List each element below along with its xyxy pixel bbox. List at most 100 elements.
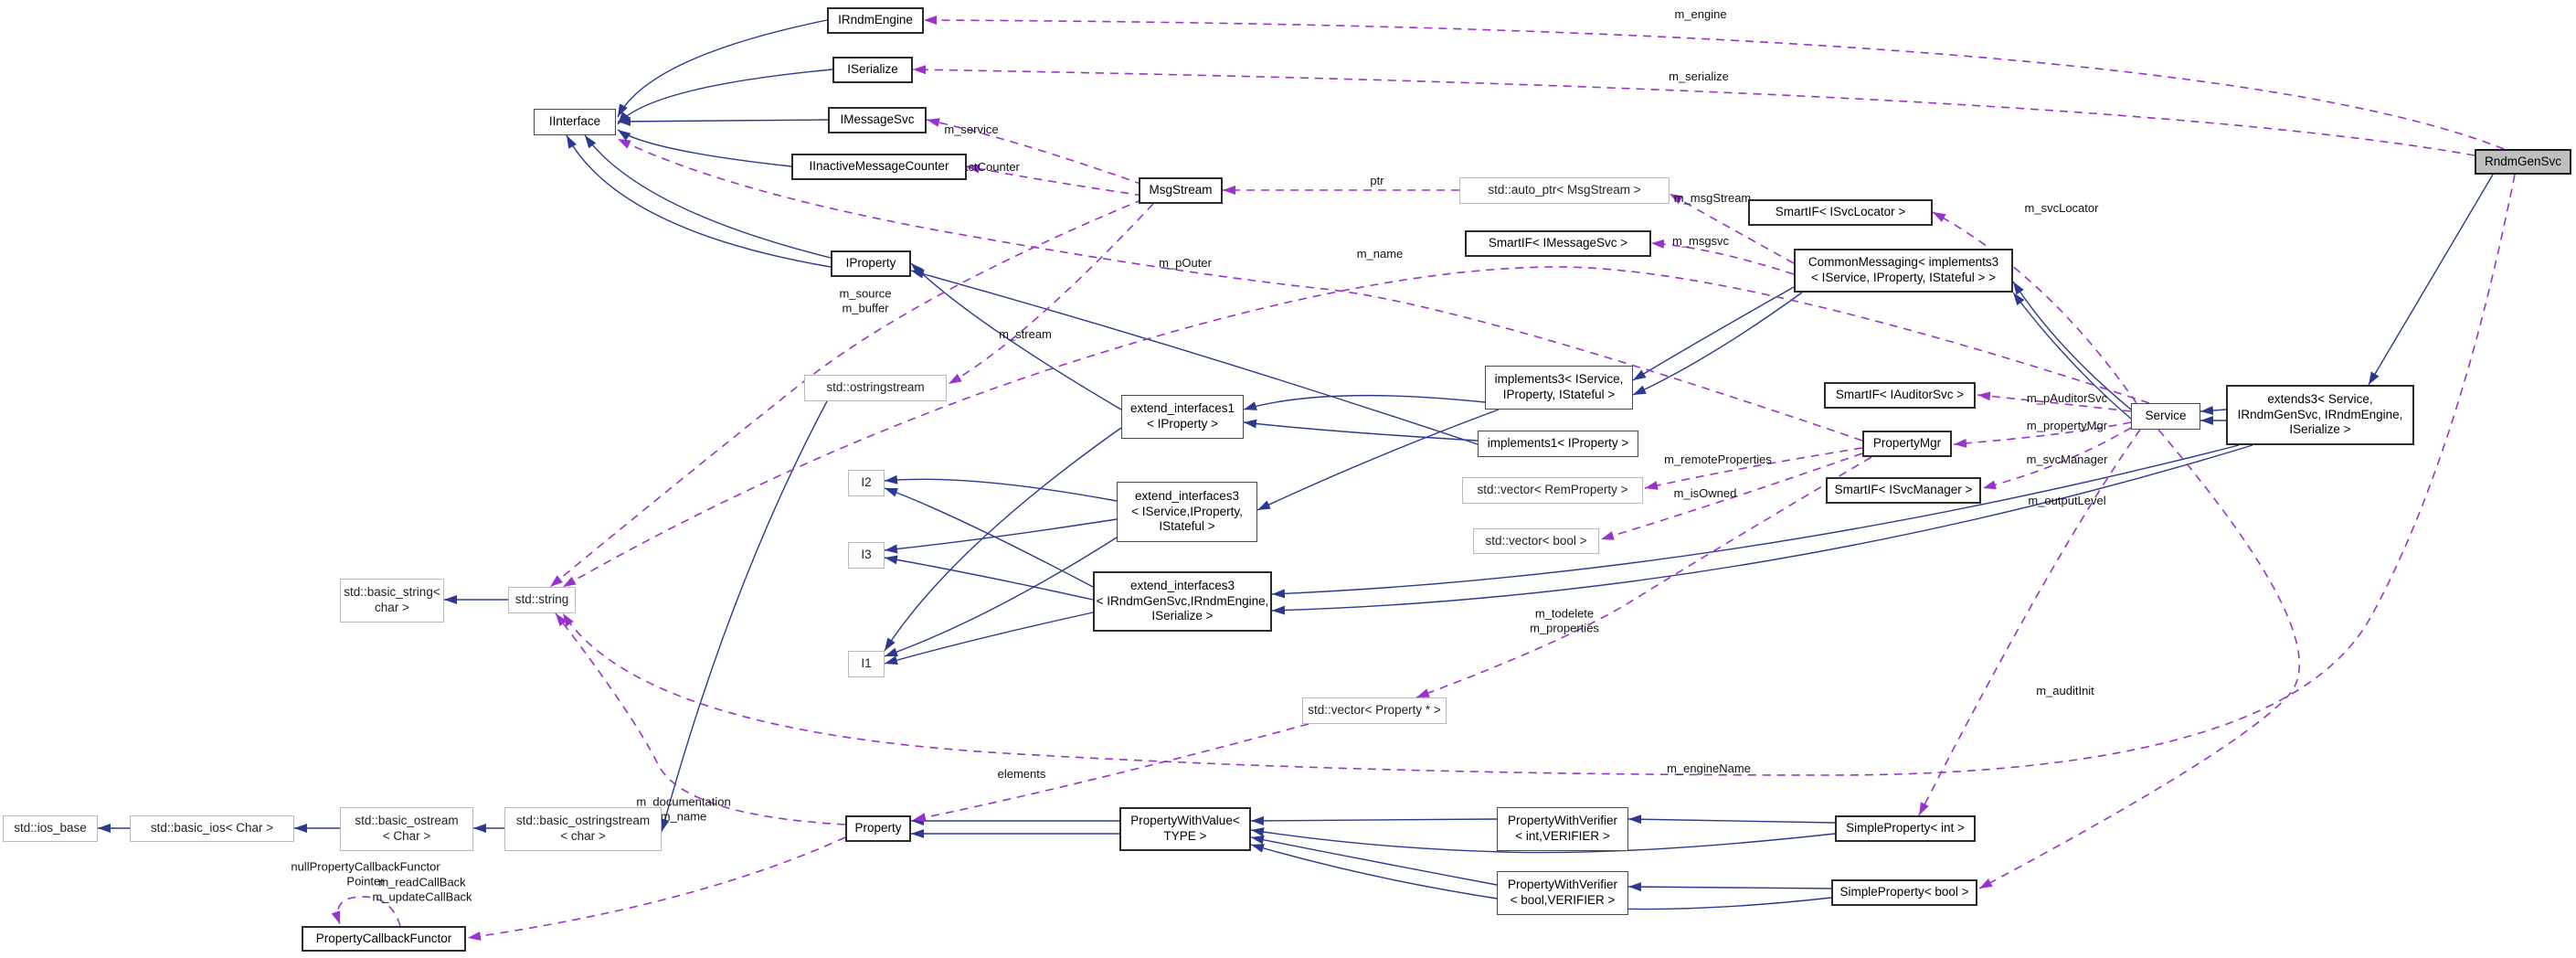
node-propertycallbackfunctor[interactable]: PropertyCallbackFunctor	[302, 926, 466, 952]
inheritance-edge-25	[884, 427, 1122, 652]
edge-label-m_engine: m_engine	[1674, 7, 1727, 22]
inheritance-edge-35	[1250, 835, 1498, 886]
node-msgstream[interactable]: MsgStream	[1139, 177, 1223, 204]
inheritance-edge-34	[1250, 815, 1498, 825]
usage-edge-45	[1669, 193, 1795, 264]
usage-edge-43	[966, 164, 1144, 197]
node-ios_base[interactable]: std::ios_base	[3, 815, 98, 842]
node-service[interactable]: Service	[2131, 403, 2200, 430]
node-autoptr[interactable]: std::auto_ptr< MsgStream >	[1459, 177, 1670, 204]
node-stdstring[interactable]: std::string	[508, 587, 576, 613]
usage-edge-47	[1932, 211, 2137, 404]
inheritance-edge-12	[2012, 281, 2132, 410]
node-extend_interfaces1[interactable]: extend_interfaces1 < IProperty >	[1121, 395, 1244, 439]
node-extend_interfaces3_svc[interactable]: extend_interfaces3 < IService,IProperty,…	[1117, 482, 1257, 542]
edge-label-m_isOwned: m_isOwned	[1673, 486, 1737, 501]
node-imessagesvc[interactable]: IMessageSvc	[828, 107, 927, 133]
inheritance-edge-31	[660, 400, 828, 833]
usage-edge-41	[912, 65, 2475, 156]
edge-label-m_engineName: m_engineName	[1667, 761, 1751, 776]
inheritance-edge-16	[2368, 174, 2494, 386]
node-vector_bool[interactable]: std::vector< bool >	[1473, 528, 1599, 554]
usage-edge-64	[331, 896, 401, 927]
edge-label-m_source: m_source m_buffer	[839, 286, 892, 314]
edge-label-m_msgStream: m_msgStream	[1673, 191, 1752, 206]
edge-label-elements: elements	[997, 767, 1046, 782]
node-i1[interactable]: I1	[848, 651, 885, 677]
node-smartif_isvclocator[interactable]: SmartIF< ISvcLocator >	[1748, 199, 1933, 226]
node-smartif_iauditorsvc[interactable]: SmartIF< IAuditorSvc >	[1824, 382, 1976, 409]
node-commonmessaging[interactable]: CommonMessaging< implements3 < IService,…	[1794, 249, 2013, 293]
node-simpleproperty_int[interactable]: SimpleProperty< int >	[1835, 815, 1976, 842]
inheritance-edge-19	[884, 474, 1118, 502]
node-iserialize[interactable]: ISerialize	[832, 57, 913, 83]
inheritance-edge-36	[1627, 814, 1836, 825]
edge-label-m_todelete: m_todelete m_properties	[1530, 606, 1599, 634]
edge-label-m_svcLocator: m_svcLocator	[2024, 201, 2099, 216]
node-iinactivemessagecounter[interactable]: IInactiveMessageCounter	[791, 154, 967, 180]
inheritance-edge-11	[1632, 292, 1803, 396]
node-implements3[interactable]: implements3< IService, IProperty, IState…	[1485, 366, 1633, 410]
node-basic_string[interactable]: std::basic_string< char >	[340, 579, 444, 623]
edge-label-m_pOuter: m_pOuter	[1159, 256, 1212, 271]
usage-edge-48	[562, 266, 2150, 588]
node-basic_ostringstream[interactable]: std::basic_ostringstream < char >	[504, 807, 662, 851]
edge-label-m_svcManager: m_svcManager	[2026, 452, 2108, 467]
edge-label-m_readCallBack: m_readCallBack m_updateCallBack	[372, 875, 472, 903]
inheritance-edge-17	[1271, 444, 2240, 599]
usage-edge-62	[555, 612, 846, 825]
node-simpleproperty_bool[interactable]: SimpleProperty< bool >	[1831, 879, 1977, 906]
usage-edge-56	[1978, 429, 2301, 889]
node-vector_property[interactable]: std::vector< Property * >	[1302, 697, 1447, 724]
usage-edge-57	[1644, 447, 1863, 490]
node-rndmgensvc[interactable]: RndmGenSvc	[2475, 149, 2571, 175]
usage-edge-40	[923, 16, 2505, 150]
node-propertywithverifier_bool[interactable]: PropertyWithVerifier < bool,VERIFIER >	[1497, 871, 1628, 915]
inheritance-edge-5	[566, 134, 832, 268]
usage-edge-51	[948, 203, 1154, 385]
node-i3[interactable]: I3	[848, 542, 885, 569]
edge-label-m_pAuditorSvc: m_pAuditorSvc	[2026, 391, 2108, 406]
edge-label-m_msgsvc: m_msgsvc	[1671, 234, 1730, 249]
node-iinterface[interactable]: IInterface	[534, 109, 616, 135]
inheritance-edge-8	[1243, 394, 1486, 410]
node-vector_remproperty[interactable]: std::vector< RemProperty >	[1462, 477, 1643, 504]
usage-edge-54	[1982, 427, 2132, 490]
node-i2[interactable]: I2	[848, 470, 885, 496]
node-property[interactable]: Property	[845, 815, 911, 842]
edge-label-m_remoteProperties: m_remoteProperties	[1664, 452, 1772, 467]
usage-edge-50	[549, 198, 1144, 588]
edge-label-m_auditInit: m_auditInit	[2036, 684, 2094, 698]
node-smartif_imessagesvc[interactable]: SmartIF< IMessageSvc >	[1465, 230, 1651, 257]
edge-label-m_propertyMgr: m_propertyMgr	[2026, 419, 2108, 433]
edge-label-m_stream: m_stream	[999, 327, 1052, 342]
node-implements1[interactable]: implements1< IProperty >	[1478, 431, 1638, 457]
node-basic_ostream[interactable]: std::basic_ostream < Char >	[340, 807, 473, 851]
node-irndmengine[interactable]: IRndmEngine	[827, 7, 924, 34]
node-smartif_isvcmanager[interactable]: SmartIF< ISvcManager >	[1826, 477, 1981, 504]
usage-edge-58	[1600, 452, 1863, 540]
inheritance-edge-10	[1632, 286, 1795, 381]
edge-label-m_name: m_name	[1356, 247, 1404, 261]
node-extends3[interactable]: extends3< Service, IRndmGenSvc, IRndmEng…	[2226, 385, 2414, 445]
inheritance-edge-14	[2200, 406, 2227, 415]
usage-edge-61	[562, 174, 2516, 776]
node-propertywithverifier_int[interactable]: PropertyWithVerifier < int,VERIFIER >	[1497, 807, 1628, 851]
edge-label-nullPropertyCallbackFunctor: nullPropertyCallbackFunctor Pointer	[291, 859, 440, 888]
edge-label-m_service: m_service	[944, 122, 999, 137]
usage-edge-42	[926, 118, 1144, 186]
node-propertymgr[interactable]: PropertyMgr	[1862, 431, 1952, 457]
inheritance-edge-24	[884, 612, 1094, 665]
usage-edge-63	[467, 836, 846, 941]
inheritance-edge-37	[1627, 882, 1832, 892]
node-basic_ios[interactable]: std::basic_ios< Char >	[130, 815, 294, 842]
node-ostringstream[interactable]: std::ostringstream	[804, 375, 947, 401]
inheritance-edge-26	[910, 269, 1479, 445]
node-iproperty[interactable]: IProperty	[831, 250, 911, 277]
node-extend_interfaces3_rndm[interactable]: extend_interfaces3 < IRndmGenSvc,IRndmEn…	[1093, 571, 1272, 632]
inheritance-edge-22	[884, 487, 1094, 588]
edge-label-m_documentation: m_documentation m_name	[636, 794, 731, 823]
node-propertywithvalue[interactable]: PropertyWithValue< TYPE >	[1119, 807, 1251, 851]
